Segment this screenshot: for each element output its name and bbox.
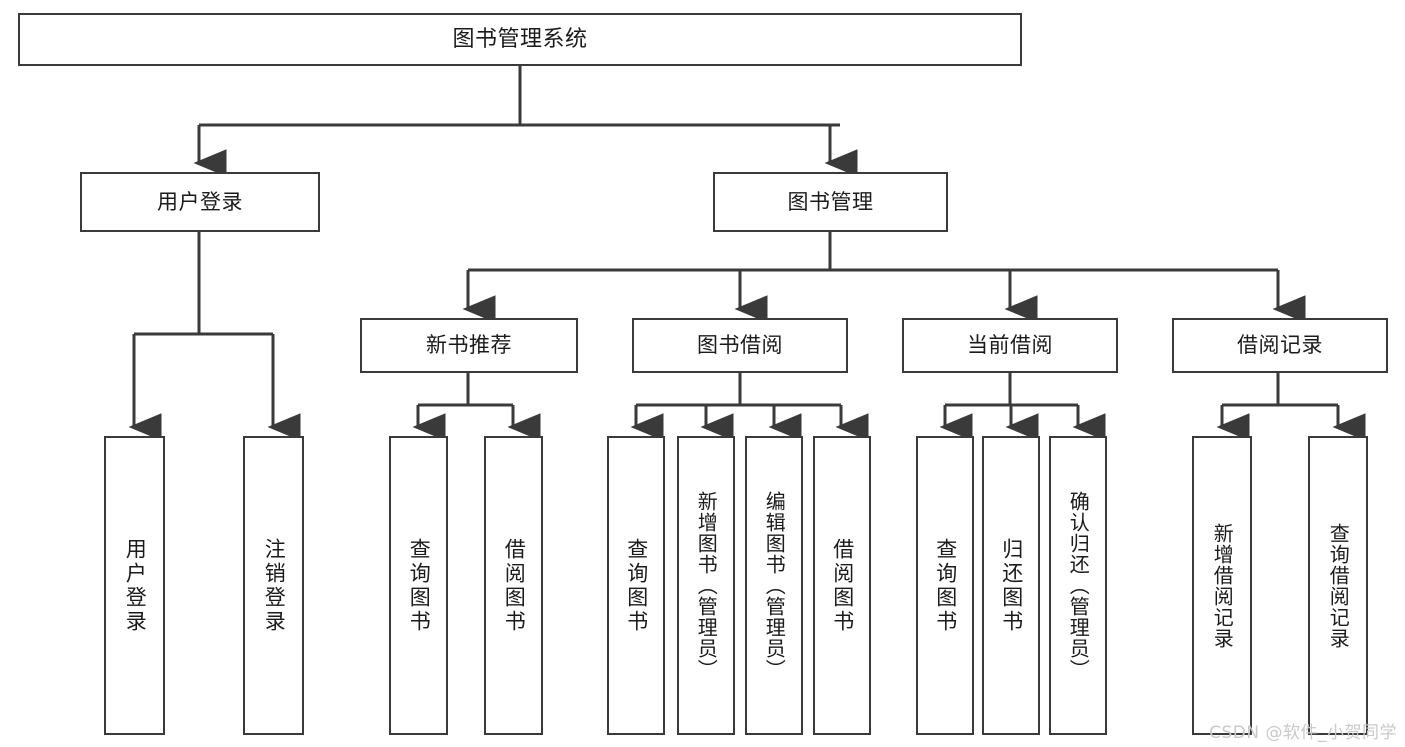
node-root-system[interactable]: 图书管理系统	[18, 13, 1022, 66]
leaf-borrow-book-2[interactable]: 借阅图书	[813, 436, 871, 735]
node-label: 注销登录	[262, 537, 287, 634]
node-label: 查询图书	[407, 537, 432, 634]
node-current-borrow[interactable]: 当前借阅	[902, 318, 1118, 373]
leaf-logout-login[interactable]: 注销登录	[243, 436, 304, 735]
node-label: 新增借阅记录	[1210, 522, 1235, 649]
node-book-borrow[interactable]: 图书借阅	[632, 318, 848, 373]
leaf-user-login[interactable]: 用户登录	[104, 436, 165, 735]
csdn-watermark: CSDN @软件_小贺同学	[1209, 723, 1397, 743]
node-label: 用户登录	[123, 537, 148, 634]
node-label: 新书推荐	[426, 333, 512, 358]
node-new-book-recommend[interactable]: 新书推荐	[360, 318, 578, 373]
leaf-query-book-1[interactable]: 查询图书	[389, 436, 448, 735]
leaf-confirm-return[interactable]: 确认归还（管理员）	[1049, 436, 1107, 735]
leaf-borrow-book-1[interactable]: 借阅图书	[484, 436, 543, 735]
node-label: 图书借阅	[697, 333, 783, 358]
node-label: 用户登录	[157, 189, 243, 214]
node-label: 查询图书	[624, 537, 649, 634]
leaf-query-book-2[interactable]: 查询图书	[607, 436, 665, 735]
leaf-query-record[interactable]: 查询借阅记录	[1308, 436, 1368, 735]
node-label: 借阅图书	[502, 537, 527, 634]
node-label: 查询图书	[933, 537, 958, 634]
node-book-manage[interactable]: 图书管理	[713, 172, 948, 232]
leaf-return-book[interactable]: 归还图书	[982, 436, 1040, 735]
node-label: 归还图书	[999, 537, 1024, 634]
leaf-edit-book[interactable]: 编辑图书（管理员）	[745, 436, 803, 735]
node-label: 借阅记录	[1237, 333, 1323, 358]
node-label: 新增图书（管理员）	[694, 491, 719, 680]
leaf-add-book[interactable]: 新增图书（管理员）	[677, 436, 735, 735]
leaf-query-book-3[interactable]: 查询图书	[916, 436, 974, 735]
node-label: 借阅图书	[830, 537, 855, 634]
node-label: 确认归还（管理员）	[1066, 491, 1091, 680]
node-label: 当前借阅	[967, 333, 1053, 358]
node-user-login[interactable]: 用户登录	[80, 172, 320, 232]
node-borrow-record[interactable]: 借阅记录	[1172, 318, 1388, 373]
node-label: 查询借阅记录	[1326, 522, 1351, 649]
node-label: 编辑图书（管理员）	[762, 491, 787, 680]
node-label: 图书管理	[787, 189, 874, 214]
leaf-add-record[interactable]: 新增借阅记录	[1192, 436, 1252, 735]
node-label: 图书管理系统	[452, 26, 588, 52]
